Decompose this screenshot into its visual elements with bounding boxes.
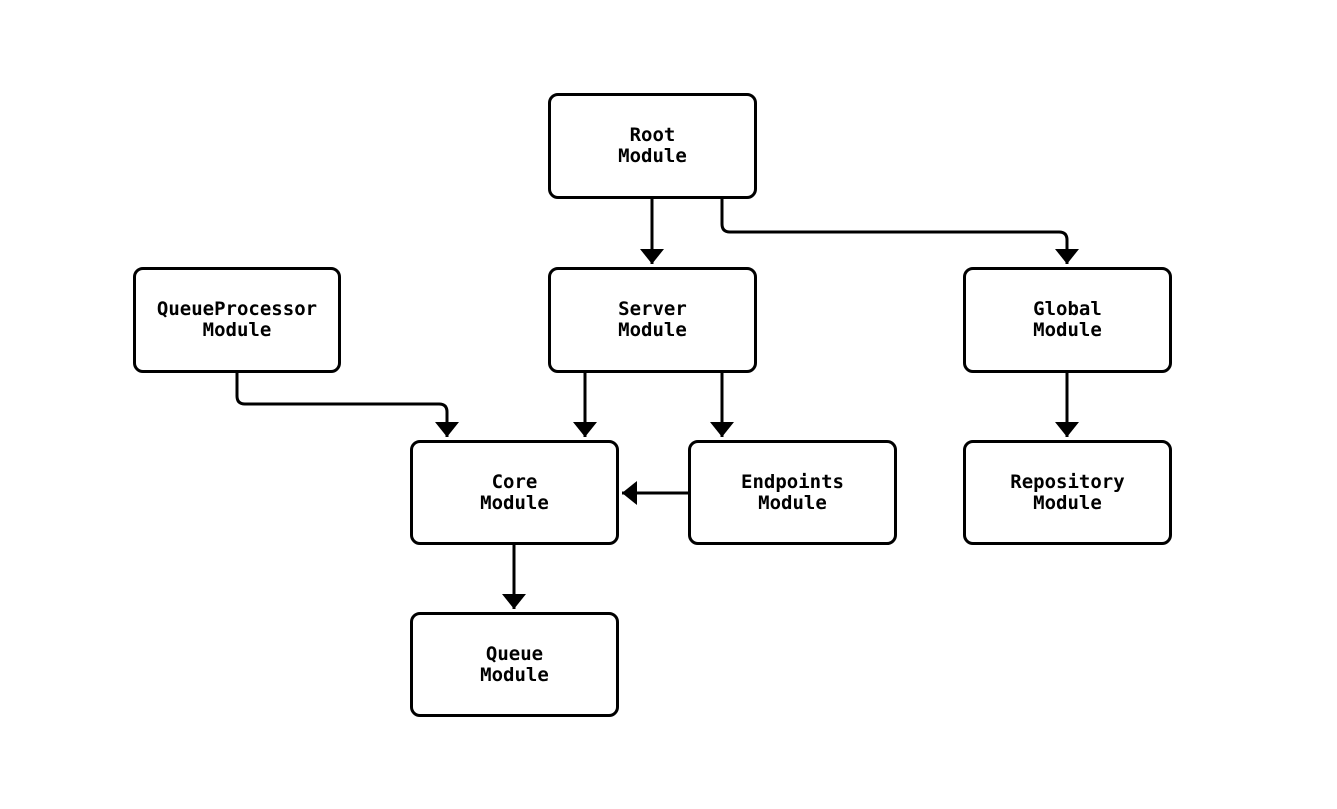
node-endpoints-module: Endpoints Module <box>688 440 897 545</box>
node-label-repository-module: Repository Module <box>1010 470 1125 514</box>
node-label-core-module: Core Module <box>480 470 549 514</box>
node-label-endpoints-module: Endpoints Module <box>741 470 844 514</box>
node-server-module: Server Module <box>548 267 757 373</box>
node-label-global-module: Global Module <box>1033 298 1102 341</box>
node-root-module: Root Module <box>548 93 757 199</box>
edge-queueprocessor-to-core <box>235 373 459 437</box>
node-queue-module: Queue Module <box>410 612 619 717</box>
node-core-module: Core Module <box>410 440 619 545</box>
node-label-server-module: Server Module <box>618 298 687 341</box>
node-label-queue-module: Queue Module <box>480 642 549 686</box>
edge-root-to-global <box>720 199 1079 264</box>
node-queueprocessor-module: QueueProcessor Module <box>133 267 341 373</box>
node-label-root-module: Root Module <box>618 124 687 167</box>
node-label-queueprocessor-module: QueueProcessor Module <box>156 298 318 341</box>
node-repository-module: Repository Module <box>963 440 1172 545</box>
node-global-module: Global Module <box>963 267 1172 373</box>
